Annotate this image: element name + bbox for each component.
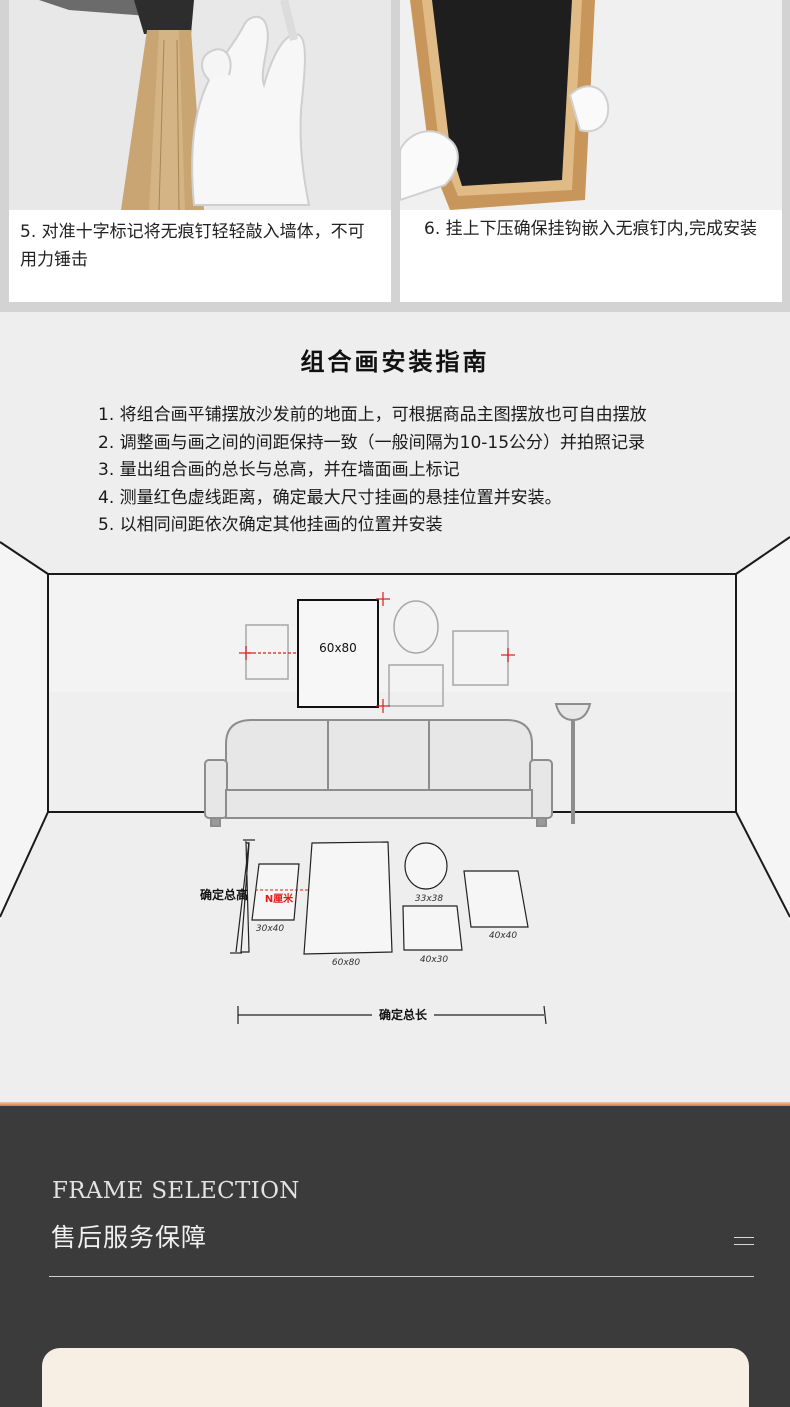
step-card-6: 6. 挂上下压确保挂钩嵌入无痕钉内,完成安装 (400, 0, 782, 302)
distance-label: N厘米 (265, 892, 294, 905)
menu-icon[interactable] (734, 1237, 756, 1247)
hammer-glove-illustration (9, 0, 391, 210)
floor-size-60x80: 60x80 (332, 958, 361, 968)
floor-size-30x40: 30x40 (256, 924, 285, 934)
right-wall (736, 537, 790, 922)
service-title-zh: 售后服务保障 (51, 1223, 208, 1252)
wall-main-size-label: 60x80 (319, 641, 357, 655)
step-5-text: 5. 对准十字标记将无痕钉轻轻敲入墙体，不可用力锤击 (20, 222, 365, 270)
floor-lamp (554, 703, 592, 824)
height-label: 确定总高 (200, 887, 248, 902)
hammer-photo (9, 0, 391, 210)
step-card-5: 5. 对准十字标记将无痕钉轻轻敲入墙体，不可用力锤击 (9, 0, 391, 302)
guide-step-1: 1. 将组合画平铺摆放沙发前的地面上，可根据商品主图摆放也可自由摆放 (98, 405, 647, 425)
frame-hanging-photo (400, 0, 782, 210)
wall-frame-main (297, 599, 379, 708)
service-divider (49, 1276, 754, 1277)
frame-hanging-illustration (400, 0, 782, 210)
length-ruler (237, 1005, 547, 1025)
wall-frame-40x30 (388, 664, 444, 707)
floor-size-40x30: 40x30 (420, 955, 449, 965)
height-ruler (230, 839, 255, 954)
install-steps-section: 5. 对准十字标记将无痕钉轻轻敲入墙体，不可用力锤击 6. 挂上下压确保挂钩嵌入… (0, 0, 790, 312)
section-divider-orange (0, 1102, 790, 1106)
combination-install-guide: 组合画安装指南 1. 将组合画平铺摆放沙发前的地面上，可根据商品主图摆放也可自由… (0, 312, 790, 1104)
length-label: 确定总长 (379, 1007, 428, 1022)
floor-size-33x38: 33x38 (415, 894, 444, 904)
service-card (42, 1348, 749, 1407)
wall-frame-oval (393, 600, 439, 654)
step-6-text: 6. 挂上下压确保挂钩嵌入无痕钉内,完成安装 (424, 219, 758, 239)
room-layout-diagram: 60x80 (0, 536, 790, 1025)
guide-title: 组合画安装指南 (300, 347, 490, 376)
guide-step-4: 4. 测量红色虚线距离，确定最大尺寸挂画的悬挂位置并安装。 (98, 487, 562, 508)
red-markers (239, 592, 515, 713)
left-wall (0, 542, 48, 922)
guide-step-2: 2. 调整画与画之间的间距保持一致（一般间隔为10-15公分）并拍照记录 (98, 432, 646, 453)
sofa (204, 719, 553, 827)
guide-step-3: 3. 量出组合画的总长与总高，并在墙面画上标记 (98, 460, 460, 480)
after-sales-section: FRAME SELECTION 售后服务保障 (0, 1106, 790, 1407)
floor-size-40x40: 40x40 (489, 931, 518, 941)
service-title-en: FRAME SELECTION (52, 1178, 300, 1204)
guide-step-list: 1. 将组合画平铺摆放沙发前的地面上，可根据商品主图摆放也可自由摆放 2. 调整… (98, 402, 647, 540)
guide-step-5: 5. 以相同间距依次确定其他挂画的位置并安装 (98, 515, 443, 535)
floor-frames (240, 840, 529, 955)
